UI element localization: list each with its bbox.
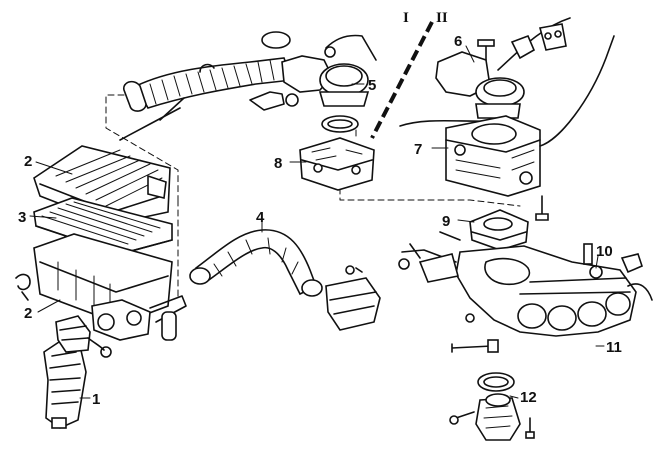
part-air-intake-horn [249, 34, 377, 133]
callout-10-manifold: 10 [596, 243, 613, 260]
callout-11-manifold: 11 [606, 339, 622, 356]
part-thermostat-housing [449, 372, 535, 441]
callout-9-throttle-body: 9 [442, 213, 450, 230]
callout-6-air-intake: 6 [454, 33, 462, 50]
callout-3-filter: 3 [18, 209, 26, 226]
part-intake-hose [189, 229, 381, 331]
callouts: 2 3 2 1 4 5 6 7 8 9 10 11 12 [18, 33, 622, 408]
callout-8-throttle-body: 8 [274, 155, 282, 172]
section-divider: I II [370, 10, 448, 139]
part-air-intake-ii [399, 17, 571, 127]
section-label-right: II [436, 10, 448, 26]
section-label-left: I [403, 10, 409, 26]
callout-2-lid: 2 [24, 153, 32, 170]
callout-2-housing: 2 [24, 305, 32, 322]
part-air-cleaner-housing [15, 233, 187, 341]
part-intake-manifold [398, 231, 653, 353]
part-throttle-body-ii [469, 195, 549, 251]
callout-5-intake-horn: 5 [368, 77, 376, 94]
callout-1-snorkel: 1 [92, 391, 100, 408]
callout-12-thermostat: 12 [520, 389, 537, 406]
part-throttle-body-i [299, 137, 375, 191]
part-upper-air-duct [119, 31, 294, 141]
part-carburetor [445, 35, 615, 197]
callout-7-carburetor: 7 [414, 141, 422, 158]
callout-4-hose: 4 [256, 209, 265, 226]
part-intake-snorkel [43, 315, 112, 429]
